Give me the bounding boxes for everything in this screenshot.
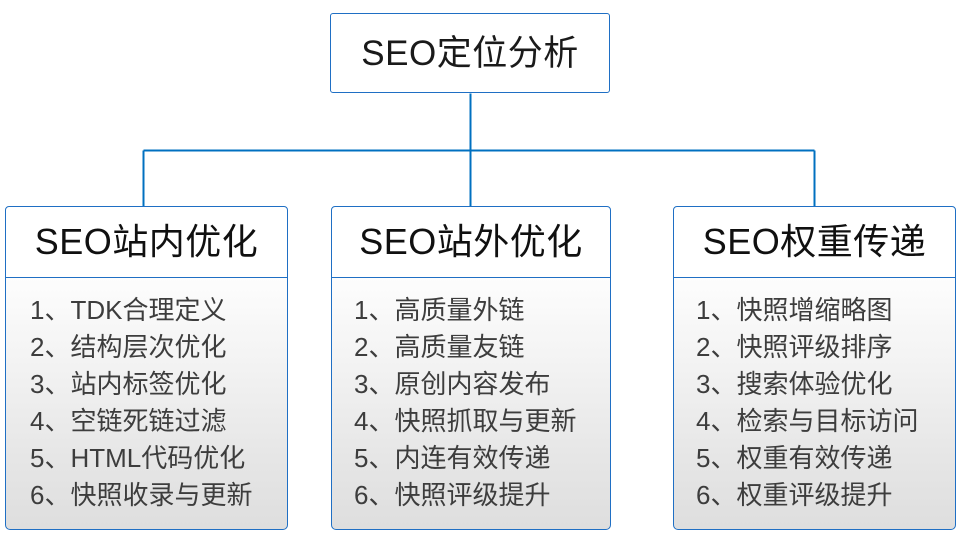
branch-3-body: 1、快照增缩略图 2、快照评级排序 3、搜索体验优化 4、检索与目标访问 5、权…	[673, 278, 956, 530]
branch-3-item-list: 1、快照增缩略图 2、快照评级排序 3、搜索体验优化 4、检索与目标访问 5、权…	[674, 292, 955, 514]
branch-2-header-title: SEO站外优化	[359, 221, 583, 262]
root-node-title: SEO定位分析	[361, 33, 579, 73]
branch-1-header[interactable]: SEO站内优化	[5, 206, 288, 278]
branch-column-1[interactable]: SEO站内优化 1、TDK合理定义 2、结构层次优化 3、站内标签优化 4、空链…	[5, 206, 288, 530]
list-item: 2、快照评级排序	[696, 332, 893, 362]
list-item: 3、原创内容发布	[354, 369, 551, 399]
branch-3-header-title: SEO权重传递	[702, 221, 927, 262]
list-item: 2、结构层次优化	[30, 332, 227, 362]
list-item: 3、搜索体验优化	[696, 369, 893, 399]
list-item: 4、快照抓取与更新	[354, 406, 577, 436]
branch-2-body: 1、高质量外链 2、高质量友链 3、原创内容发布 4、快照抓取与更新 5、内连有…	[331, 278, 611, 530]
branch-column-2[interactable]: SEO站外优化 1、高质量外链 2、高质量友链 3、原创内容发布 4、快照抓取与…	[331, 206, 611, 530]
list-item: 3、站内标签优化	[30, 369, 227, 399]
branch-1-header-title: SEO站内优化	[34, 221, 259, 262]
root-node[interactable]: SEO定位分析	[330, 13, 610, 93]
list-item: 4、空链死链过滤	[30, 406, 227, 436]
list-item: 5、内连有效传递	[354, 443, 551, 473]
list-item: 4、检索与目标访问	[696, 406, 919, 436]
list-item: 1、高质量外链	[354, 295, 525, 325]
list-item: 5、权重有效传递	[696, 443, 893, 473]
list-item: 6、快照评级提升	[354, 480, 551, 510]
branch-1-body: 1、TDK合理定义 2、结构层次优化 3、站内标签优化 4、空链死链过滤 5、H…	[5, 278, 288, 530]
branch-3-header[interactable]: SEO权重传递	[673, 206, 956, 278]
branch-1-item-list: 1、TDK合理定义 2、结构层次优化 3、站内标签优化 4、空链死链过滤 5、H…	[6, 292, 287, 514]
list-item: 1、快照增缩略图	[696, 295, 893, 325]
list-item: 5、HTML代码优化	[30, 443, 246, 473]
list-item: 6、权重评级提升	[696, 480, 893, 510]
branch-2-item-list: 1、高质量外链 2、高质量友链 3、原创内容发布 4、快照抓取与更新 5、内连有…	[332, 292, 610, 514]
list-item: 6、快照收录与更新	[30, 480, 253, 510]
branch-2-header[interactable]: SEO站外优化	[331, 206, 611, 278]
branch-column-3[interactable]: SEO权重传递 1、快照增缩略图 2、快照评级排序 3、搜索体验优化 4、检索与…	[673, 206, 956, 530]
list-item: 1、TDK合理定义	[30, 295, 227, 325]
list-item: 2、高质量友链	[354, 332, 525, 362]
